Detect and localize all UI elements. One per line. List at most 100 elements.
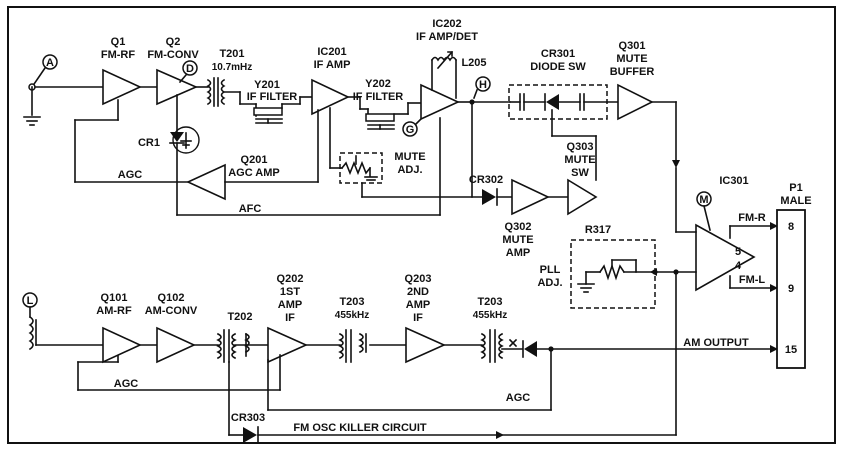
q101-sublabel: AM-RF [96, 305, 132, 317]
y201-if-filter [253, 103, 283, 124]
q202-label: Q202 [277, 273, 304, 285]
q301-label: Q301 [619, 40, 646, 52]
q301-mute-buffer [617, 83, 654, 121]
fm-l-label: FM-L [739, 274, 766, 286]
mute-adj-box [339, 152, 383, 184]
q301-sublabel-2: BUFFER [610, 66, 655, 78]
q201-sublabel: AGC AMP [228, 167, 280, 179]
y202-sublabel: IF FILTER [353, 91, 404, 103]
test-point-d [182, 60, 198, 76]
q302-sublabel-2: AMP [506, 247, 530, 259]
cr301-diode-network [509, 93, 619, 111]
test-point-h [475, 76, 491, 92]
ic201-label: IC201 [317, 46, 346, 58]
mute-adj-potentiometer [340, 155, 378, 181]
q303-mute-switch [567, 178, 598, 216]
q202-sublabel-2: AMP [278, 299, 302, 311]
p1-male-connector [776, 209, 806, 369]
q101-am-rf-amplifier [102, 326, 142, 364]
y201-label: Y201 [254, 79, 280, 91]
cr301-sublabel: DIODE SW [530, 61, 586, 73]
t202-label: T202 [227, 311, 252, 323]
l205-coil [430, 50, 458, 99]
t203-first-transformer [338, 329, 367, 363]
agc-fm-label: AGC [118, 169, 143, 181]
q1-fm-rf-amplifier [102, 68, 142, 106]
q303-sublabel-2: SW [571, 167, 589, 179]
p1-pin-8-label: 8 [788, 221, 794, 233]
l205-label: L205 [461, 57, 486, 69]
afc-label: AFC [239, 203, 262, 215]
test-point-g [402, 121, 418, 137]
agc-am-label-2: AGC [506, 392, 531, 404]
t202-transformer [216, 329, 250, 363]
t203-second-transformer [480, 329, 518, 363]
q102-am-conv-amplifier [156, 326, 196, 364]
q202-1st-if-amplifier [267, 326, 308, 364]
ic202-sublabel: IF AMP/DET [416, 31, 478, 43]
q203-2nd-if-amplifier [405, 326, 446, 364]
q102-label: Q102 [158, 292, 185, 304]
antenna-a-input: A [28, 54, 58, 116]
cr302-diode [482, 188, 498, 206]
q203-sublabel-1: 2ND [407, 286, 429, 298]
t203-first-label: T203 [339, 296, 364, 308]
r317-potentiometer [577, 259, 656, 293]
q201-label: Q201 [241, 154, 268, 166]
q302-mute-amplifier [511, 178, 550, 216]
r317-label: R317 [585, 224, 611, 236]
ic201-if-amplifier [311, 78, 350, 116]
q2-label: Q2 [166, 36, 181, 48]
p1-pin-15-label: 15 [785, 344, 797, 356]
q202-sublabel-1: 1ST [280, 286, 300, 298]
q203-label: Q203 [405, 273, 432, 285]
mute-adj-label-2: ADJ. [397, 164, 422, 176]
fm-osc-killer-label: FM OSC KILLER CIRCUIT [293, 422, 426, 434]
diagram-border [7, 6, 836, 444]
p1-label: P1 [789, 182, 802, 194]
cr302-label: CR302 [469, 174, 503, 186]
ic301-pll-decoder [695, 223, 756, 292]
test-point-m-label: M [699, 194, 708, 206]
q302-label: Q302 [505, 221, 532, 233]
t203-second-frequency-label: 455kHz [473, 310, 507, 321]
fm-r-label: FM-R [738, 212, 766, 224]
ic201-sublabel: IF AMP [314, 59, 351, 71]
p1-sublabel: MALE [780, 195, 811, 207]
q101-label: Q101 [101, 292, 128, 304]
q2-sublabel: FM-CONV [147, 49, 199, 61]
test-point-d-label: D [186, 63, 194, 75]
cr1-varactor-diode [169, 94, 200, 216]
t201-transformer [206, 77, 226, 107]
ic202-if-amp-detector [420, 83, 460, 121]
q202-sublabel-3: IF [285, 312, 295, 324]
q1-sublabel: FM-RF [101, 49, 135, 61]
test-point-a-label: A [46, 57, 54, 69]
ic301-pin5-label: 5 [735, 246, 741, 258]
q203-sublabel-2: AMP [406, 299, 430, 311]
ic202-label: IC202 [432, 18, 461, 30]
pll-adj-label-2: ADJ. [537, 277, 562, 289]
y202-label: Y202 [365, 78, 391, 90]
q303-sublabel-1: MUTE [564, 154, 595, 166]
am-detector-diode [522, 340, 537, 358]
q102-sublabel: AM-CONV [145, 305, 198, 317]
agc-am-label-1: AGC [114, 378, 139, 390]
y201-sublabel: IF FILTER [247, 91, 298, 103]
t201-frequency-label: 10.7mHz [212, 62, 253, 73]
t201-label: T201 [219, 48, 244, 60]
q203-sublabel-3: IF [413, 312, 423, 324]
p1-pin-9-label: 9 [788, 283, 794, 295]
y202-if-filter [365, 108, 395, 130]
cr301-label: CR301 [541, 48, 575, 60]
test-point-g-label: G [406, 124, 415, 136]
mute-adj-label-1: MUTE [394, 151, 425, 163]
q303-label: Q303 [567, 141, 594, 153]
t203-first-frequency-label: 455kHz [335, 310, 369, 321]
test-point-l-label: L [27, 295, 34, 307]
am-output-label: AM OUTPUT [683, 337, 749, 349]
q302-sublabel-1: MUTE [502, 234, 533, 246]
am-loop-antenna-coil [28, 306, 37, 351]
q201-agc-amplifier [186, 163, 226, 201]
